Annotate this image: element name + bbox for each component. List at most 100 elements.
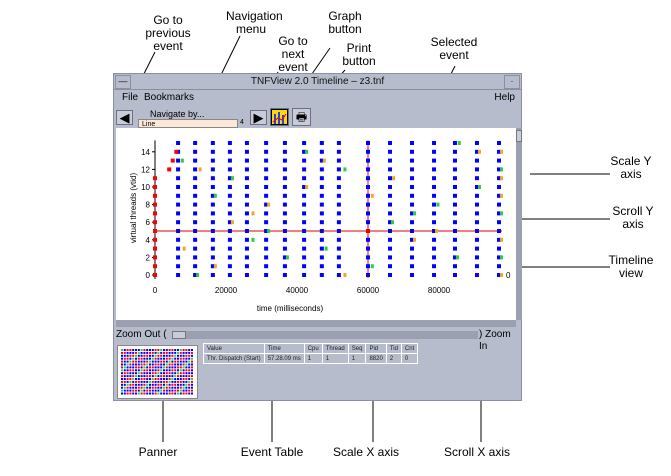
- panner-marker: [151, 366, 154, 369]
- menu-file[interactable]: File: [122, 92, 139, 103]
- event-marker: [474, 220, 479, 225]
- panner-marker: [163, 354, 165, 357]
- highlight-event-marker: [413, 237, 417, 242]
- panner-marker: [188, 354, 191, 357]
- panner-marker: [157, 354, 160, 357]
- panner-marker: [132, 354, 135, 357]
- y-axis-label: virtual threads (vtid): [129, 173, 138, 244]
- panner-marker: [129, 386, 132, 389]
- y-tick-label: 4: [146, 236, 151, 245]
- event-marker: [410, 185, 415, 189]
- panner-marker: [174, 389, 177, 392]
- scale-x-thumb[interactable]: [172, 331, 186, 339]
- event-marker: [302, 202, 307, 207]
- panner-marker: [188, 369, 191, 372]
- cell: 1: [347, 353, 367, 364]
- event-marker: [388, 264, 393, 269]
- event-marker: [264, 193, 269, 198]
- panner-marker: [146, 392, 149, 395]
- x-tick-label: 60000: [357, 286, 380, 295]
- right-label: 0: [506, 271, 511, 280]
- highlight-event-marker: [370, 264, 374, 269]
- table-row[interactable]: Thr. Dispatch (Start) 57.28.09 ms 1 1 1 …: [203, 353, 419, 364]
- event-marker: [227, 202, 232, 207]
- event-marker: [227, 220, 232, 225]
- navigate-select[interactable]: Line: [138, 119, 238, 128]
- minimize-button[interactable]: ·: [504, 75, 520, 89]
- event-marker: [319, 158, 324, 163]
- panner-marker: [149, 357, 151, 360]
- panner-marker: [154, 366, 157, 369]
- scroll-x-axis[interactable]: [116, 320, 516, 327]
- panner-marker: [160, 354, 163, 357]
- panner-marker: [140, 351, 143, 354]
- event-marker: [336, 158, 341, 163]
- prev-event-button[interactable]: ◀: [116, 110, 133, 125]
- event-marker: [227, 149, 232, 154]
- panner-marker: [160, 392, 163, 395]
- panner-marker: [168, 366, 171, 369]
- event-marker: [410, 158, 415, 163]
- panner-marker: [135, 357, 137, 360]
- print-button[interactable]: 🖶: [292, 108, 311, 126]
- title-bar: — TNFView 2.0 Timeline – z3.tnf ·: [114, 74, 521, 90]
- panner-marker: [146, 369, 149, 372]
- event-marker: [496, 255, 501, 260]
- panner-marker: [157, 360, 160, 363]
- event-marker: [432, 185, 437, 189]
- event-marker: [410, 229, 415, 233]
- next-event-button[interactable]: ▶: [250, 110, 267, 125]
- panner-marker: [143, 386, 146, 389]
- panner-marker: [174, 363, 177, 366]
- event-marker: [176, 237, 181, 242]
- panner-marker: [188, 378, 191, 380]
- panner-marker: [160, 369, 163, 372]
- event-marker: [302, 158, 307, 163]
- panner-marker: [168, 372, 171, 375]
- event-marker: [210, 202, 215, 207]
- menu-help[interactable]: Help: [494, 92, 515, 103]
- panner[interactable]: [117, 345, 198, 399]
- panner-marker: [188, 392, 191, 395]
- annotation-nav-menu: Navigation menu: [226, 9, 283, 36]
- panner-marker: [154, 378, 157, 380]
- panner-marker: [168, 383, 171, 386]
- scroll-y-axis[interactable]: [516, 128, 522, 320]
- graph-button[interactable]: [270, 108, 289, 126]
- panner-marker: [191, 357, 193, 360]
- panner-marker: [126, 369, 129, 372]
- panner-marker: [143, 354, 146, 357]
- event-marker: [193, 211, 198, 216]
- menu-bookmarks[interactable]: Bookmarks: [144, 92, 195, 103]
- panner-marker: [143, 349, 146, 351]
- panner-marker: [132, 386, 135, 389]
- scale-x-axis-slider[interactable]: [172, 331, 478, 339]
- event-marker: [176, 185, 181, 189]
- event-marker: [432, 141, 437, 145]
- panner-marker: [143, 369, 146, 372]
- event-marker: [336, 185, 341, 189]
- event-marker: [496, 167, 501, 172]
- event-marker: [336, 264, 341, 269]
- panner-marker: [188, 389, 191, 392]
- panner-marker: [126, 389, 129, 392]
- panner-marker: [188, 351, 191, 354]
- panner-marker: [177, 378, 179, 380]
- annotation-graph-button: Graph button: [328, 9, 362, 36]
- panner-marker: [149, 386, 151, 389]
- panner-marker: [151, 386, 154, 389]
- event-marker: [388, 255, 393, 260]
- event-marker: [319, 193, 324, 198]
- panner-marker: [182, 383, 185, 386]
- panner-marker: [179, 389, 182, 392]
- event-marker: [193, 264, 198, 269]
- panner-marker: [121, 392, 123, 395]
- panner-marker: [123, 354, 126, 357]
- start-event-marker: [153, 220, 157, 225]
- panner-marker: [160, 360, 163, 363]
- event-marker: [302, 193, 307, 198]
- panner-marker: [140, 360, 143, 363]
- window-menu-button[interactable]: —: [115, 75, 131, 89]
- scale-y-handle[interactable]: [516, 130, 522, 142]
